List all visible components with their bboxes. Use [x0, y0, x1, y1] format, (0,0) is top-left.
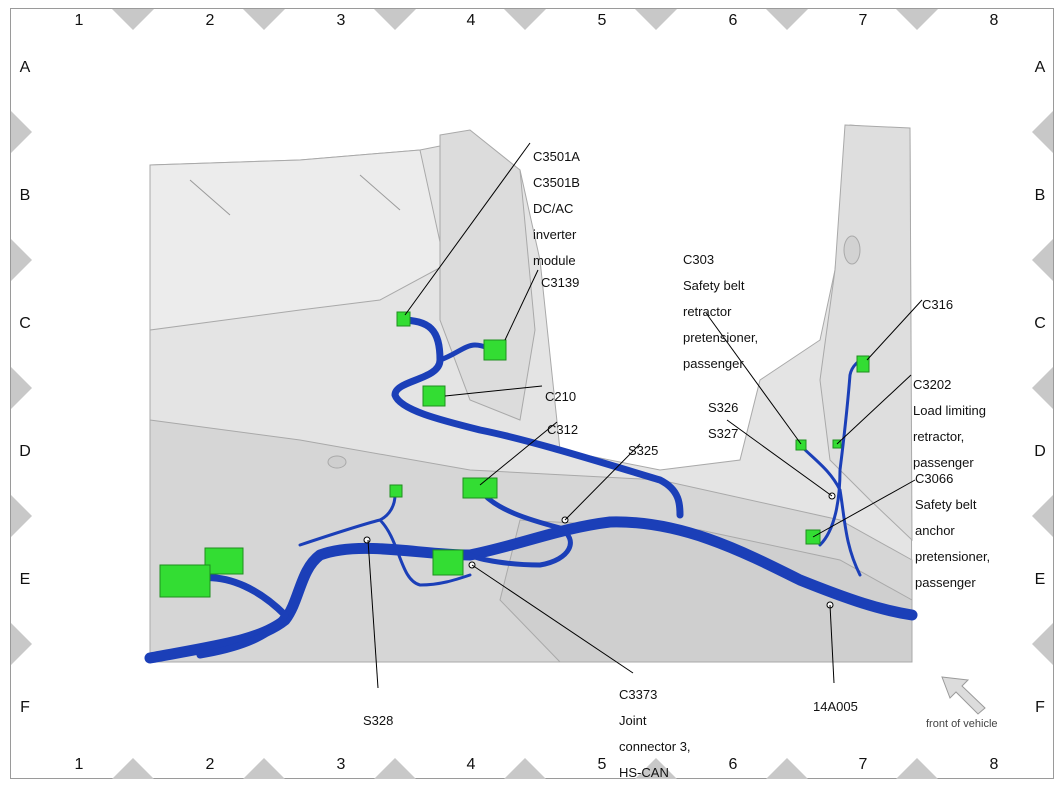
grid-col-3-bottom: 3 — [336, 756, 346, 773]
label-c3066-line4: pretensioner, — [915, 549, 991, 564]
wire-harness — [144, 316, 918, 664]
label-c3373-line3: connector 3, — [619, 739, 691, 754]
label-c303-line3: retractor — [683, 304, 732, 319]
grid-row-b-left: B — [19, 187, 31, 204]
label-14a005: 14A005 — [813, 687, 858, 726]
grid-col-2-bottom: 2 — [205, 756, 215, 773]
grid-row-e-right: E — [1034, 571, 1046, 588]
label-14a005-line1: 14A005 — [813, 699, 858, 714]
label-s326: S326 S327 — [708, 388, 738, 453]
label-c210: C210 — [545, 377, 576, 416]
connectors — [159, 311, 870, 598]
label-c3501-line1: C3501A — [533, 149, 580, 164]
grid-row-f-right: F — [1035, 699, 1045, 716]
rear-shelf — [149, 149, 446, 331]
connector-left-upper — [204, 547, 244, 575]
leader-lines — [367, 142, 923, 689]
grid-col-6-top: 6 — [728, 12, 738, 29]
label-c3202-line4: passenger — [913, 455, 974, 470]
grid-row-a-left: A — [19, 59, 31, 76]
label-c3066-line2: Safety belt — [915, 497, 977, 512]
grid-row-c-right: C — [1034, 315, 1046, 332]
front-arrow-icon — [941, 676, 986, 715]
label-c3501: C3501A C3501B DC/AC inverter module — [533, 137, 580, 280]
label-c3139: C3139 — [541, 263, 579, 302]
label-s325-line1: S325 — [628, 443, 659, 458]
label-c3373-line1: C3373 — [619, 687, 658, 702]
label-s326-line2: S327 — [708, 426, 739, 441]
grid-row-f-left: F — [20, 699, 30, 716]
label-s328-line1: S328 — [363, 713, 394, 728]
label-c3501-line2: C3501B — [533, 175, 580, 190]
harness-pillar-lower — [838, 488, 862, 577]
label-c303: C303 Safety belt retractor pretensioner,… — [683, 240, 758, 383]
grid-col-1-top: 1 — [74, 12, 84, 29]
label-c3139-line1: C3139 — [541, 275, 580, 290]
grid-row-e-left: E — [19, 571, 31, 588]
label-c3066-line5: passenger — [915, 575, 976, 590]
connector-c3373 — [432, 549, 464, 576]
label-c3501-line5: module — [533, 253, 576, 268]
grid-row-a-right: A — [1034, 59, 1046, 76]
label-c3373: C3373 Joint connector 3, HS-CAN — [619, 675, 691, 792]
connector-top-small — [389, 484, 403, 498]
grid-col-5-top: 5 — [597, 12, 607, 29]
connector-c3139 — [483, 339, 507, 361]
label-s326-line1: S326 — [708, 400, 739, 415]
label-c3066-line3: anchor — [915, 523, 955, 538]
label-c3202-line1: C3202 — [913, 377, 952, 392]
label-c316: C316 — [922, 285, 953, 324]
connector-c316 — [856, 355, 870, 373]
label-c3202: C3202 Load limiting retractor, passenger — [913, 365, 986, 482]
grid-col-8-top: 8 — [989, 12, 999, 29]
grid-col-4-bottom: 4 — [466, 756, 476, 773]
label-s325: S325 — [628, 431, 658, 470]
harness-left-loop — [196, 574, 289, 659]
grid-markers — [11, 9, 1053, 779]
label-c3501-line3: DC/AC — [533, 201, 574, 216]
label-s328: S328 — [363, 701, 393, 740]
grid-col-4-top: 4 — [466, 12, 476, 29]
grid-row-d-right: D — [1034, 443, 1046, 460]
grid-col-2-top: 2 — [205, 12, 215, 29]
harness-c312-branch — [467, 487, 573, 568]
label-c3373-line4: HS-CAN — [619, 765, 669, 780]
harness-lower-branch — [298, 493, 472, 587]
label-c303-line1: C303 — [683, 252, 715, 267]
splice-s328 — [363, 536, 371, 544]
label-c303-line5: passenger — [683, 356, 744, 371]
label-c210-line1: C210 — [545, 389, 577, 404]
label-c316-line1: C316 — [922, 297, 954, 312]
connector-c312 — [462, 477, 498, 499]
label-c3202-line3: retractor, — [913, 429, 965, 444]
connector-c210 — [422, 385, 446, 407]
grid-col-8-bottom: 8 — [989, 756, 999, 773]
label-c303-line4: pretensioner, — [683, 330, 759, 345]
grid-row-d-left: D — [19, 443, 31, 460]
grid-col-5-bottom: 5 — [597, 756, 607, 773]
label-c3501-line4: inverter — [533, 227, 577, 242]
grid-col-1-bottom: 1 — [74, 756, 84, 773]
connector-left-lower — [159, 564, 211, 598]
label-c303-line2: Safety belt — [683, 278, 745, 293]
grid-col-7-bottom: 7 — [858, 756, 868, 773]
grid-row-c-left: C — [19, 315, 31, 332]
label-c3202-line2: Load limiting — [913, 403, 986, 418]
grid-row-b-right: B — [1034, 187, 1046, 204]
front-of-vehicle-label: front of vehicle — [926, 718, 998, 730]
label-c3066-line1: C3066 — [915, 471, 954, 486]
grid-col-7-top: 7 — [858, 12, 868, 29]
floor-channel — [499, 519, 913, 663]
label-c3066: C3066 Safety belt anchor pretensioner, p… — [915, 459, 990, 602]
label-c312: C312 — [547, 410, 578, 449]
connector-c303 — [795, 439, 807, 451]
grid-col-3-top: 3 — [336, 12, 346, 29]
label-c312-line1: C312 — [547, 422, 579, 437]
label-c3373-line2: Joint — [619, 713, 647, 728]
connector-c3501 — [396, 311, 411, 327]
grid-col-6-bottom: 6 — [728, 756, 738, 773]
